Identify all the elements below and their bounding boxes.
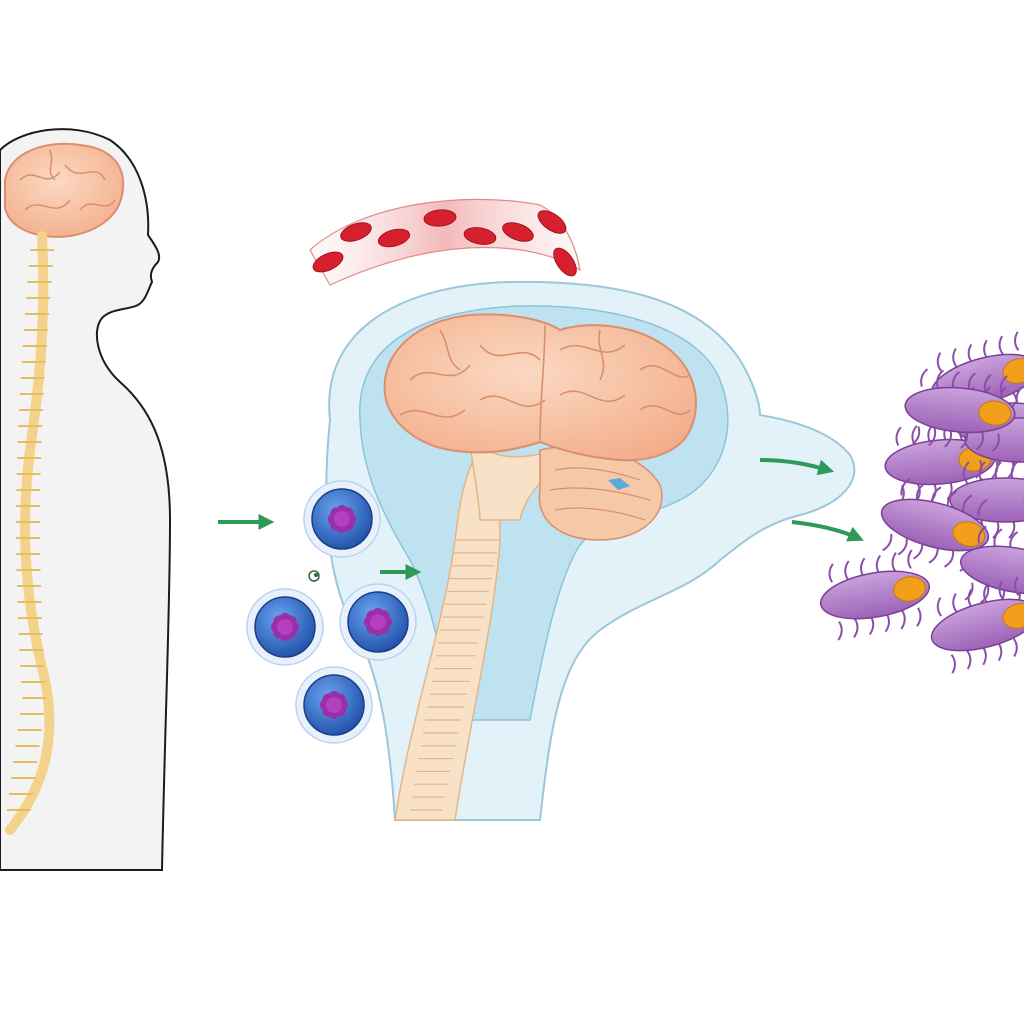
spinal-cord-ridges <box>410 539 500 811</box>
cerebellum-folds <box>549 467 651 521</box>
bacterium <box>930 576 1024 674</box>
blood-vessel <box>309 198 581 286</box>
bacterium <box>880 478 990 572</box>
red-blood-cells <box>312 209 577 277</box>
bacterium <box>819 549 931 641</box>
red-blood-cell <box>423 209 457 227</box>
membrane-panel <box>325 280 856 821</box>
immune-cell <box>339 583 417 661</box>
red-blood-cell <box>377 228 411 248</box>
red-blood-cell <box>463 227 497 245</box>
tiny-particle <box>308 570 320 582</box>
red-blood-cell <box>553 247 577 277</box>
human-silhouette-panel <box>0 128 172 871</box>
arrow-to-bacteria-bottom <box>791 520 864 542</box>
brain-large-folds <box>399 324 691 441</box>
red-blood-cell <box>537 210 567 234</box>
small-blue-marker <box>608 478 630 490</box>
brain-small <box>4 142 125 238</box>
immune-cell-nucleus <box>364 608 392 636</box>
immune-cell-nucleus <box>328 505 356 533</box>
vessel-wall <box>309 198 581 286</box>
bacterium <box>959 525 1024 609</box>
red-blood-cell <box>502 222 534 242</box>
bacterium <box>904 368 1016 452</box>
red-blood-cell <box>340 222 372 242</box>
immune-cell-nucleus <box>320 691 348 719</box>
spinal-cord-small <box>5 231 55 835</box>
brain-small-folds <box>19 149 116 211</box>
immune-cells-group <box>246 480 417 744</box>
immune-cell-nucleus <box>271 613 299 641</box>
bacteria-cluster <box>819 331 1024 674</box>
flow-arrows <box>218 458 864 580</box>
immune-cell <box>246 588 324 666</box>
brain-large <box>383 313 697 462</box>
immune-cell <box>303 480 381 558</box>
red-blood-cell <box>312 251 344 273</box>
immune-cell <box>295 666 373 744</box>
arrow-to-bacteria-top <box>759 458 835 476</box>
spinal-cord-large <box>394 448 501 821</box>
